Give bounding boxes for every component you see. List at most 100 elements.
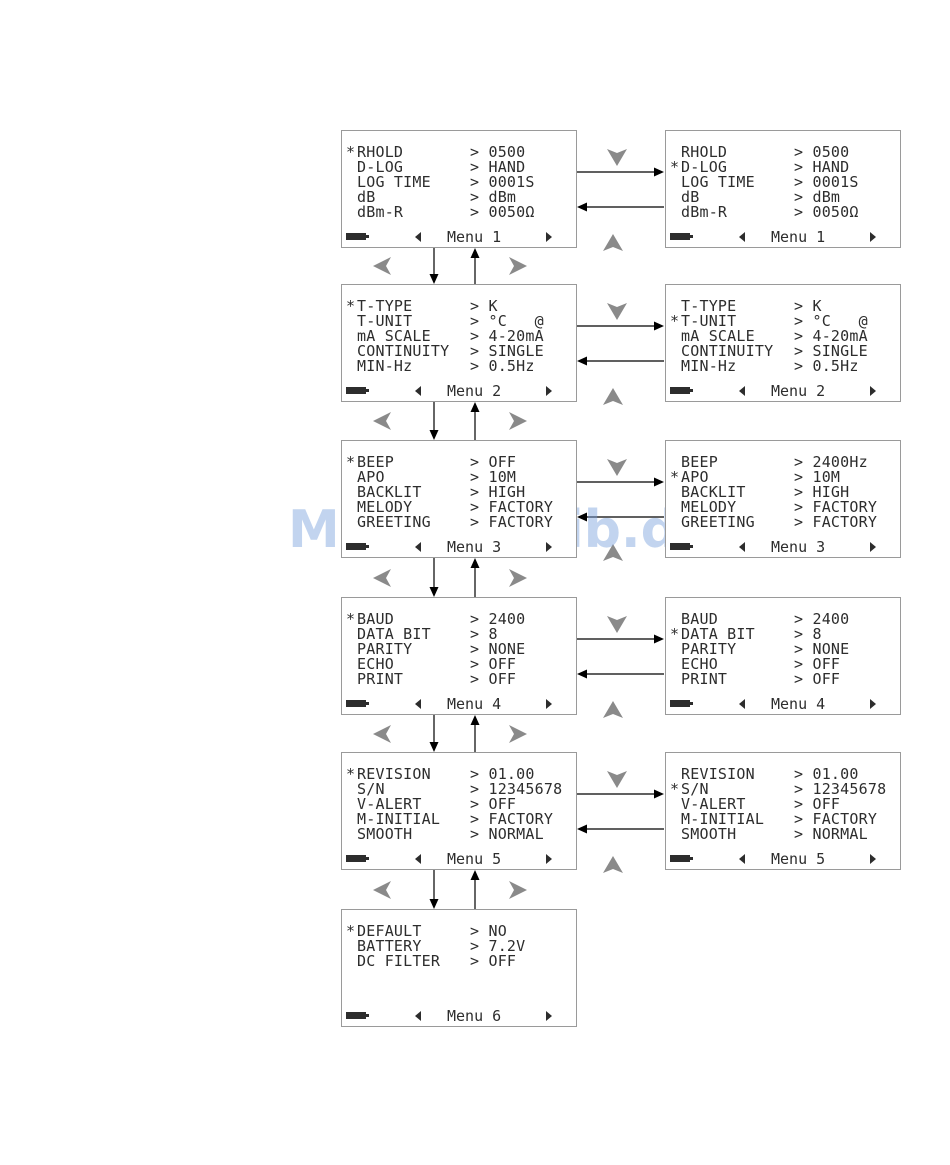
setting-value: > °C @ xyxy=(794,312,868,330)
menu-row: DC FILTER> OFF xyxy=(346,954,516,969)
menu-title: Menu 3 xyxy=(447,538,502,556)
menu-row: *T-TYPE> K xyxy=(346,299,498,314)
setting-value: > 2400 xyxy=(470,610,526,628)
menu-row: PRINT> OFF xyxy=(346,672,516,687)
menu-row: *REVISION> 01.00 xyxy=(346,767,535,782)
chevron-left-icon xyxy=(373,725,391,743)
battery-icon xyxy=(670,700,693,707)
arrow-down-head xyxy=(429,742,439,752)
setting-label: V-ALERT xyxy=(357,795,422,813)
triangle-left-icon xyxy=(415,542,421,552)
setting-value: > K xyxy=(794,297,822,315)
setting-value: > 4-20mA xyxy=(794,327,868,345)
menu-row: D-LOG> HAND xyxy=(346,160,525,175)
setting-label: BAUD xyxy=(681,610,718,628)
setting-value: > OFF xyxy=(794,795,841,813)
menu-row: *DEFAULT> NO xyxy=(346,924,507,939)
setting-label: M-INITIAL xyxy=(681,810,765,828)
setting-value: > 12345678 xyxy=(470,780,563,798)
menu-row: mA SCALE> 4-20mA xyxy=(346,329,544,344)
arrow-left-head xyxy=(577,824,587,834)
triangle-right-icon xyxy=(870,386,876,396)
menu-row: LOG TIME> 0001S xyxy=(346,175,535,190)
setting-value: > 2400Hz xyxy=(794,453,868,471)
menu-row: *D-LOG> HAND xyxy=(670,160,849,175)
menu-row: dB> dBm xyxy=(670,190,840,205)
menu-row: *S/N> 12345678 xyxy=(670,782,886,797)
battery-icon xyxy=(670,855,693,862)
setting-value: > NONE xyxy=(470,640,526,658)
setting-value: > dBm xyxy=(794,188,841,206)
arrow-down-head xyxy=(429,274,439,284)
menu-title: Menu 5 xyxy=(771,850,826,868)
triangle-left-icon xyxy=(415,854,421,864)
setting-label: BAUD xyxy=(357,610,394,628)
setting-value: > K xyxy=(470,297,498,315)
setting-value: > dBm xyxy=(470,188,517,206)
menu-row: M-INITIAL> FACTORY xyxy=(670,812,877,827)
lcd-footer: Menu 3 xyxy=(342,539,576,555)
menu-row: PARITY> NONE xyxy=(346,642,525,657)
setting-value: > OFF xyxy=(470,795,517,813)
menu-row: BACKLIT> HIGH xyxy=(670,485,849,500)
setting-label: D-LOG xyxy=(681,158,728,176)
selection-marker: * xyxy=(670,158,680,176)
chevron-up-icon xyxy=(603,388,623,405)
setting-label: mA SCALE xyxy=(681,327,755,345)
battery-icon xyxy=(346,700,369,707)
setting-label: BATTERY xyxy=(357,937,422,955)
setting-label: V-ALERT xyxy=(681,795,746,813)
chevron-right-icon xyxy=(509,257,527,275)
setting-label: MIN-Hz xyxy=(357,357,413,375)
setting-label: T-TYPE xyxy=(357,297,413,315)
setting-label: GREETING xyxy=(681,513,755,531)
triangle-left-icon xyxy=(739,699,745,709)
arrow-left-head xyxy=(577,356,587,366)
menu-row: dBm-R> 0050Ω xyxy=(346,205,535,220)
setting-value: > 0001S xyxy=(794,173,859,191)
setting-value: > 7.2V xyxy=(470,937,526,955)
triangle-left-icon xyxy=(415,232,421,242)
setting-value: > 0050Ω xyxy=(794,203,859,221)
arrow-down-head xyxy=(429,587,439,597)
battery-icon xyxy=(670,387,693,394)
arrow-down-head xyxy=(429,899,439,909)
setting-label: DATA BIT xyxy=(681,625,755,643)
setting-value: > FACTORY xyxy=(470,513,554,531)
chevron-down-icon xyxy=(607,303,627,320)
setting-label: PRINT xyxy=(681,670,728,688)
selection-marker: * xyxy=(346,610,356,628)
menu-row: SMOOTH> NORMAL xyxy=(670,827,868,842)
setting-label: BACKLIT xyxy=(357,483,422,501)
setting-value: > OFF xyxy=(794,655,841,673)
chevron-left-icon xyxy=(373,569,391,587)
lcd-footer: Menu 1 xyxy=(666,229,900,245)
lcd-footer: Menu 2 xyxy=(342,383,576,399)
menu-row: MELODY> FACTORY xyxy=(346,500,553,515)
triangle-right-icon xyxy=(546,542,552,552)
setting-value: > 01.00 xyxy=(470,765,535,783)
setting-value: > FACTORY xyxy=(470,498,554,516)
arrow-right-head xyxy=(654,167,664,177)
triangle-left-icon xyxy=(739,542,745,552)
setting-value: > SINGLE xyxy=(794,342,868,360)
menu-row: CONTINUITY> SINGLE xyxy=(670,344,868,359)
setting-label: DATA BIT xyxy=(357,625,431,643)
triangle-left-icon xyxy=(415,699,421,709)
setting-label: PARITY xyxy=(681,640,737,658)
chevron-down-icon xyxy=(607,149,627,166)
menu-row: MIN-Hz> 0.5Hz xyxy=(346,359,535,374)
menu-row: GREETING> FACTORY xyxy=(346,515,553,530)
setting-value: > 4-20mA xyxy=(470,327,544,345)
triangle-right-icon xyxy=(546,1011,552,1021)
menu-row: RHOLD> 0500 xyxy=(670,145,849,160)
menu-title: Menu 5 xyxy=(447,850,502,868)
chevron-right-icon xyxy=(509,412,527,430)
arrow-up-head xyxy=(470,402,480,412)
triangle-right-icon xyxy=(870,854,876,864)
